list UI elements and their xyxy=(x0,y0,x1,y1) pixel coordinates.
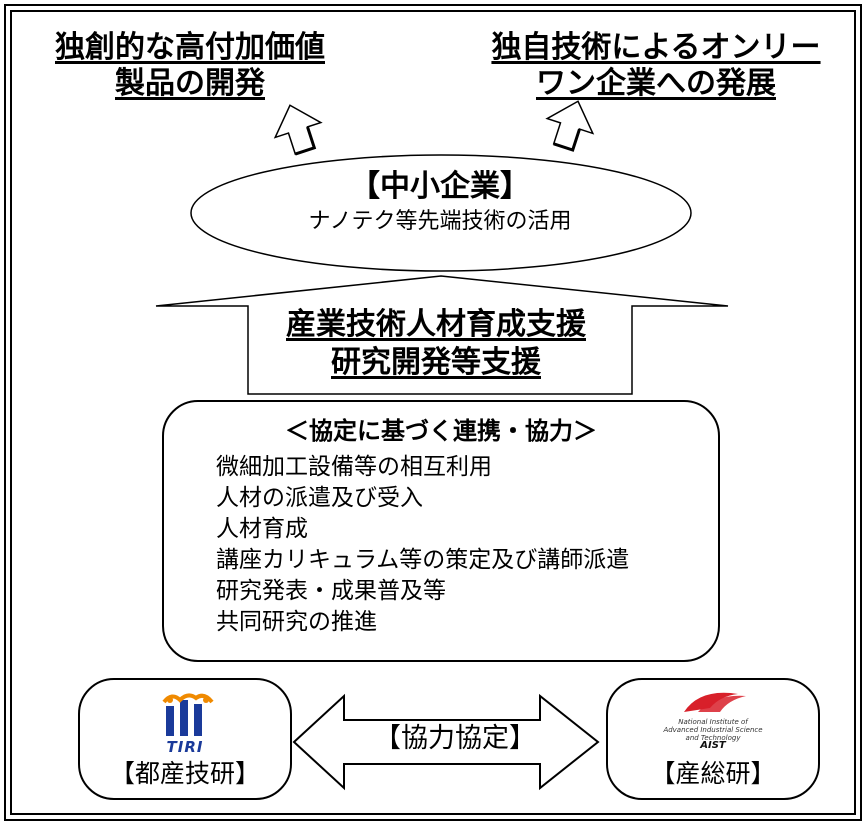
support-arrow xyxy=(155,275,729,395)
list-item: 講座カリキュラム等の策定及び講師派遣 xyxy=(216,547,630,573)
up-arrow-icon xyxy=(545,100,595,152)
aist-logo-name: AIST xyxy=(700,740,726,751)
list-item: 人材の派遣及び受入 xyxy=(216,485,423,511)
list-item: 微細加工設備等の相互利用 xyxy=(216,454,492,480)
agreement-label: 【協力協定】 xyxy=(374,723,536,754)
aist-logo-line: National Institute of xyxy=(678,718,748,726)
cooperation-list: 微細加工設備等の相互利用 人材の派遣及び受入 人材育成 講座カリキュラム等の策定… xyxy=(216,452,629,638)
sme-title: 【中小企業】 xyxy=(350,169,530,204)
goal-right-line-1: 独自技術によるオンリー xyxy=(491,30,821,65)
goal-left: 独創的な高付加価値 製品の開発 xyxy=(40,30,340,102)
up-arrow-icon xyxy=(273,104,323,156)
goal-left-line-2: 製品の開発 xyxy=(115,66,265,101)
tiri-logo-text: TIRI xyxy=(166,738,204,756)
sme-subtitle: ナノテク等先端技術の活用 xyxy=(308,209,572,234)
aist-logo-line: Advanced Industrial Science xyxy=(663,726,763,734)
list-item: 人材育成 xyxy=(216,516,308,542)
goal-left-line-1: 独創的な高付加価値 xyxy=(55,30,325,65)
sme-ellipse xyxy=(190,154,692,272)
goal-right-line-2: ワン企業への発展 xyxy=(536,66,776,101)
outer-frame xyxy=(4,4,862,821)
goal-right: 独自技術によるオンリー ワン企業への発展 xyxy=(476,30,836,102)
org-aist: National Institute of Advanced Industria… xyxy=(606,678,820,800)
aist-logo-line: and Technology xyxy=(685,734,741,742)
list-item: 共同研究の推進 xyxy=(216,609,377,635)
org-tiri: TIRI 【都産技研】 xyxy=(78,678,292,800)
aist-label: 【産総研】 xyxy=(650,759,776,788)
tiri-label: 【都産技研】 xyxy=(109,759,260,788)
inner-frame xyxy=(10,10,856,815)
list-item: 研究発表・成果普及等 xyxy=(216,578,446,604)
double-headed-arrow-icon xyxy=(292,693,600,791)
support-line-1: 産業技術人材育成支援 xyxy=(286,307,586,342)
sme-block: 【中小企業】 ナノテク等先端技術の活用 xyxy=(190,168,690,238)
support-line-2: 研究開発等支援 xyxy=(331,345,541,380)
tiri-logo-icon xyxy=(162,693,214,736)
cooperation-box: ＜協定に基づく連携・協力＞ 微細加工設備等の相互利用 人材の派遣及び受入 人材育… xyxy=(162,400,720,662)
cooperation-title: ＜協定に基づく連携・協力＞ xyxy=(285,417,597,445)
aist-logo-text: National Institute of Advanced Industria… xyxy=(608,718,818,751)
support-block: 産業技術人材育成支援 研究開発等支援 xyxy=(246,306,626,382)
aist-logo-icon xyxy=(684,692,746,712)
